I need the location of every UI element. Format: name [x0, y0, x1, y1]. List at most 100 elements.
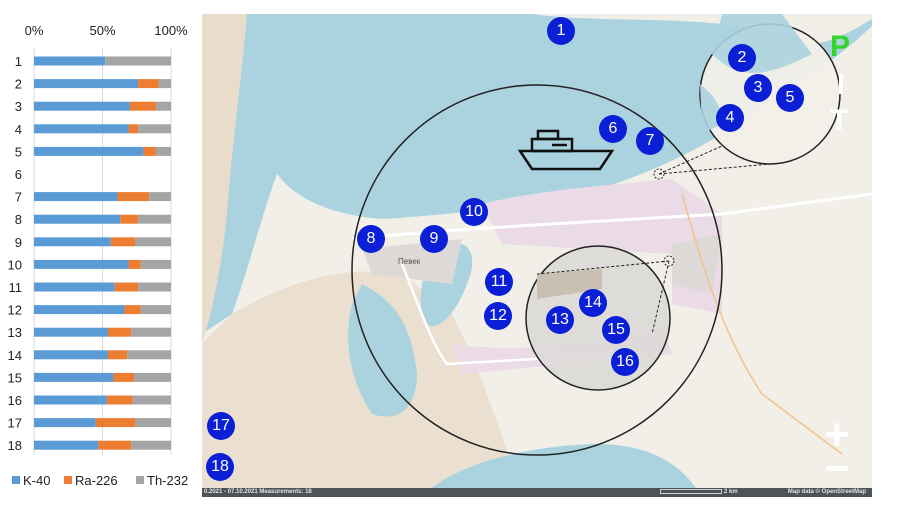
bar-segment-k-40 — [34, 56, 106, 66]
bar-segment-ra-226 — [98, 440, 132, 450]
bar-segment-k-40 — [34, 259, 129, 269]
bar-segment-th-232 — [132, 395, 171, 405]
y-tick-label: 13 — [8, 325, 22, 340]
y-tick-label: 11 — [9, 280, 23, 295]
y-tick-label: 6 — [15, 167, 22, 182]
y-tick-label: 3 — [15, 99, 22, 114]
marker-4[interactable]: 4 — [716, 104, 744, 132]
bar-segment-ra-226 — [128, 259, 141, 269]
y-tick-label: 17 — [8, 416, 22, 431]
bar-segment-k-40 — [34, 124, 129, 134]
ship-icon — [517, 129, 615, 171]
x-tick-label: 50% — [89, 23, 115, 38]
bar-segment-k-40 — [34, 395, 107, 405]
marker-14[interactable]: 14 — [579, 289, 607, 317]
bar-segment-ra-226 — [106, 395, 133, 405]
bar-segment-ra-226 — [95, 418, 136, 428]
bar-segment-th-232 — [138, 124, 171, 134]
bar-segment-ra-226 — [143, 146, 156, 156]
x-tick-label: 0% — [25, 23, 44, 38]
bar-segment-ra-226 — [124, 305, 141, 315]
status-date-measurements: 0.2021 - 07.10.2021 Measurements: 18 — [204, 489, 312, 495]
y-tick-label: 18 — [8, 438, 22, 453]
bar-segment-k-40 — [34, 237, 111, 247]
y-tick-label: 2 — [15, 77, 22, 92]
bar-segment-th-232 — [127, 350, 171, 360]
marker-3[interactable]: 3 — [744, 74, 772, 102]
marker-18[interactable]: 18 — [206, 453, 234, 481]
marker-10[interactable]: 10 — [460, 198, 488, 226]
bar-segment-ra-226 — [114, 282, 139, 292]
bar-segment-k-40 — [34, 214, 121, 224]
legend-swatch — [12, 476, 20, 484]
bar-segment-th-232 — [131, 327, 171, 337]
y-tick-label: 4 — [15, 122, 22, 137]
zoom-in-button[interactable]: + — [824, 410, 850, 459]
bar-segment-ra-226 — [110, 237, 136, 247]
marker-5[interactable]: 5 — [776, 84, 804, 112]
bar-segment-k-40 — [34, 305, 125, 315]
marker-9[interactable]: 9 — [420, 225, 448, 253]
marker-1[interactable]: 1 — [547, 17, 575, 45]
bar-segment-ra-226 — [107, 327, 132, 337]
y-tick-label: 12 — [8, 303, 22, 318]
x-tick-label: 100% — [154, 23, 188, 38]
bar-segment-th-232 — [105, 56, 171, 66]
bar-segment-k-40 — [34, 372, 114, 382]
bar-segment-ra-226 — [120, 214, 139, 224]
legend-label: Th-232 — [147, 473, 188, 488]
bar-segment-k-40 — [34, 440, 99, 450]
chart-canvas: 0%50%100%123456789101112131415161718K-40… — [8, 23, 189, 488]
bar-segment-ra-226 — [129, 101, 156, 111]
bar-segment-k-40 — [34, 418, 96, 428]
marker-6[interactable]: 6 — [599, 115, 627, 143]
legend-swatch — [64, 476, 72, 484]
legend-letter-t: Т — [830, 104, 849, 137]
city-label: Певек — [398, 257, 421, 266]
marker-11[interactable]: 11 — [485, 268, 513, 296]
bar-segment-th-232 — [155, 101, 171, 111]
bar-segment-ra-226 — [117, 192, 150, 202]
bar-segment-k-40 — [34, 146, 144, 156]
legend-label: K-40 — [23, 473, 50, 488]
marker-16[interactable]: 16 — [611, 348, 639, 376]
marker-8[interactable]: 8 — [357, 225, 385, 253]
scale-label: 2 km — [724, 489, 738, 495]
bar-segment-k-40 — [34, 192, 118, 202]
bar-segment-th-232 — [149, 192, 171, 202]
marker-12[interactable]: 12 — [484, 302, 512, 330]
y-tick-label: 8 — [15, 212, 22, 227]
bar-segment-th-232 — [131, 440, 171, 450]
legend-divider — [839, 74, 843, 94]
y-tick-label: 7 — [15, 190, 22, 205]
marker-15[interactable]: 15 — [602, 316, 630, 344]
zoom-out-button[interactable]: − — [824, 444, 850, 493]
bar-segment-th-232 — [158, 79, 171, 89]
y-tick-label: 15 — [8, 370, 22, 385]
bar-segment-k-40 — [34, 101, 130, 111]
marker-13[interactable]: 13 — [546, 306, 574, 334]
bar-segment-ra-226 — [138, 79, 159, 89]
legend-letter-p: Р — [830, 30, 851, 63]
legend-label: Ra-226 — [75, 473, 118, 488]
bar-segment-ra-226 — [107, 350, 128, 360]
bar-segment-th-232 — [140, 305, 171, 315]
y-tick-label: 9 — [15, 235, 22, 250]
bar-segment-ra-226 — [113, 372, 135, 382]
bar-segment-k-40 — [34, 282, 115, 292]
legend-swatch — [136, 476, 144, 484]
y-tick-label: 16 — [8, 393, 22, 408]
marker-2[interactable]: 2 — [728, 44, 756, 72]
bar-segment-ra-226 — [128, 124, 139, 134]
bar-segment-k-40 — [34, 79, 139, 89]
marker-7[interactable]: 7 — [636, 127, 664, 155]
map-attribution[interactable]: Map data © OpenStreetMap — [787, 489, 866, 495]
bar-segment-k-40 — [34, 327, 108, 337]
bar-segment-th-232 — [134, 372, 171, 382]
bar-segment-k-40 — [34, 350, 108, 360]
marker-17[interactable]: 17 — [207, 412, 235, 440]
bar-segment-th-232 — [138, 282, 171, 292]
bar-segment-th-232 — [135, 418, 171, 428]
